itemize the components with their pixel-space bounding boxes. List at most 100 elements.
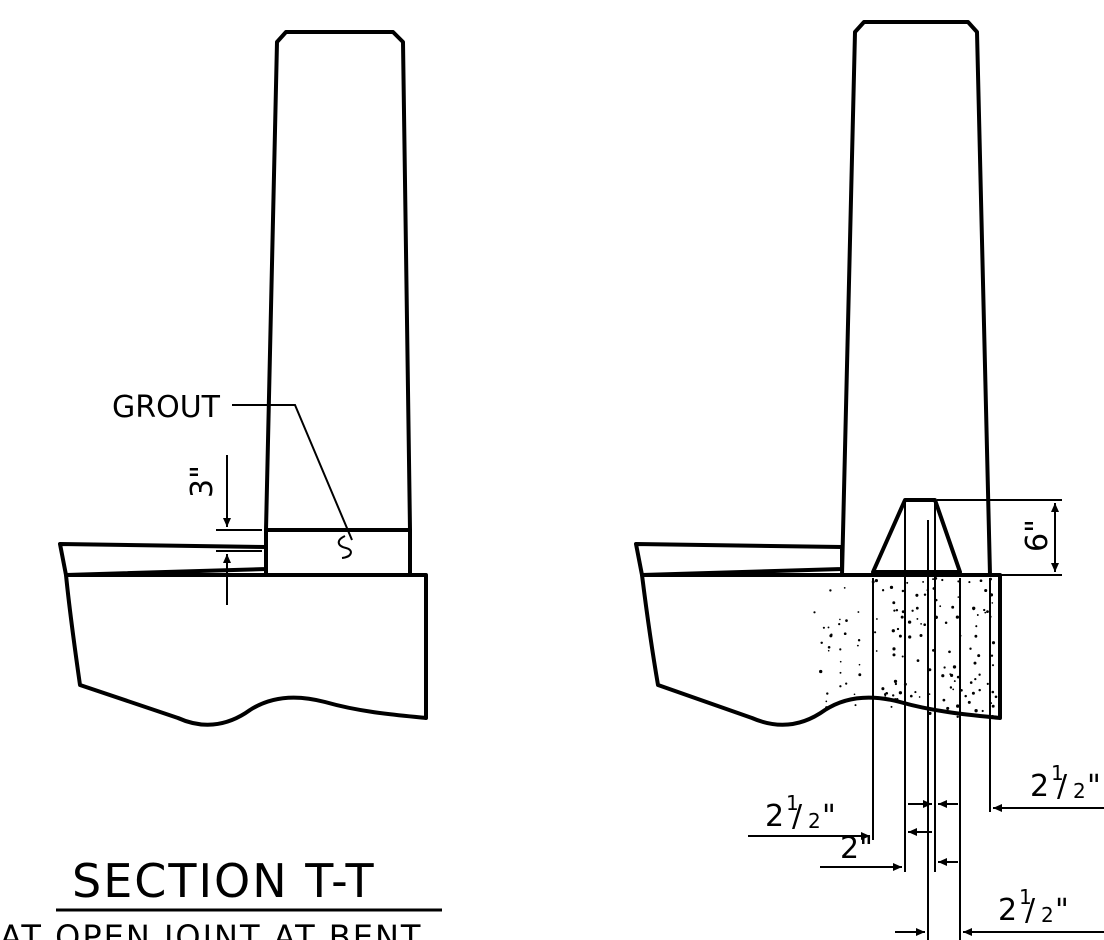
shear-key xyxy=(871,498,962,574)
dim-2half-left-unit: " xyxy=(822,799,836,834)
stipple-dot xyxy=(856,644,859,647)
stipple-dot xyxy=(994,695,998,699)
stipple-dot xyxy=(952,688,955,691)
stipple-dot xyxy=(838,623,841,626)
stipple-dot xyxy=(829,589,832,592)
stipple-dot xyxy=(986,610,989,613)
stipple-dot xyxy=(990,654,994,657)
stipple-dot xyxy=(957,596,960,598)
stipple-dot xyxy=(978,673,981,676)
stipple-dot xyxy=(894,682,898,686)
stipple-dot xyxy=(819,669,823,674)
stipple-dot xyxy=(857,639,861,642)
stipple-dot xyxy=(839,685,842,688)
section-title: SECTION T-T xyxy=(72,854,376,908)
concrete-stipple xyxy=(813,577,998,719)
stipple-dot xyxy=(885,691,889,695)
stipple-dot xyxy=(890,705,893,708)
stipple-dot xyxy=(829,634,833,638)
stipple-dot xyxy=(964,694,967,698)
stipple-dot xyxy=(911,609,914,612)
grout-block xyxy=(264,528,412,577)
stipple-dot xyxy=(839,660,842,663)
stipple-dot xyxy=(955,615,960,619)
stipple-dot xyxy=(950,673,954,677)
stipple-dot xyxy=(839,671,842,674)
stipple-dot xyxy=(928,711,932,716)
stipple-dot xyxy=(991,602,994,604)
stipple-dot xyxy=(974,677,977,681)
stipple-dot xyxy=(875,618,878,620)
left-section-detail: GROUT 3" xyxy=(58,30,428,727)
stipple-dot xyxy=(907,620,912,624)
stipple-dot xyxy=(928,693,931,695)
stipple-dot xyxy=(895,609,899,612)
stipple-dot xyxy=(839,618,841,621)
stipple-dot xyxy=(898,634,902,638)
dim-2half-bottom-den: 2 xyxy=(1041,903,1054,927)
dim-6in-label: 6" xyxy=(1020,519,1055,552)
stipple-dot xyxy=(843,587,846,589)
stipple-dot xyxy=(858,673,862,677)
stipple-dot xyxy=(874,579,878,583)
stipple-dot xyxy=(898,691,903,695)
stipple-dot xyxy=(827,649,830,652)
dim-2half-bottom-slash: / xyxy=(1025,893,1036,928)
stipple-dot xyxy=(822,626,825,629)
stipple-dot xyxy=(972,608,975,611)
stipple-dot xyxy=(918,696,921,698)
stipple-dot xyxy=(892,694,895,697)
stipple-dot xyxy=(956,715,959,719)
stipple-dot xyxy=(984,588,988,593)
stipple-dot xyxy=(948,650,951,654)
stipple-dot xyxy=(952,665,957,669)
stipple-dot xyxy=(979,579,983,583)
stipple-dot xyxy=(900,615,904,619)
stipple-dot xyxy=(825,700,828,703)
stipple-dot xyxy=(881,589,885,592)
stipple-dot xyxy=(915,606,919,610)
left-deck-slab xyxy=(58,542,268,577)
grout-label: GROUT xyxy=(112,390,221,425)
stipple-dot xyxy=(884,694,887,697)
stipple-dot xyxy=(893,679,898,684)
section-title-block: SECTION T-T AT OPEN JOINT AT BENT xyxy=(0,854,442,940)
stipple-dot xyxy=(901,589,905,593)
stipple-dot xyxy=(949,686,953,689)
dim-2half-bottom-unit: " xyxy=(1055,893,1069,928)
dim-2in-label: 2" xyxy=(840,831,873,866)
stipple-dot xyxy=(978,688,981,692)
stipple-dot xyxy=(908,635,912,639)
stipple-dot xyxy=(975,625,978,628)
stipple-dot xyxy=(968,581,971,584)
stipple-dot xyxy=(928,668,932,672)
stipple-dot xyxy=(845,619,848,622)
dim-2half-right-num: 1 xyxy=(1051,761,1064,785)
stipple-dot xyxy=(920,623,922,625)
stipple-dot xyxy=(971,691,975,695)
dim-3in-label: 3" xyxy=(185,465,220,498)
stipple-dot xyxy=(901,655,904,658)
stipple-dot xyxy=(892,629,895,633)
stipple-dot xyxy=(923,593,927,596)
stipple-dot xyxy=(826,692,829,695)
stipple-dot xyxy=(857,611,860,613)
right-bent-cap xyxy=(640,573,1002,727)
stipple-dot xyxy=(919,634,923,637)
stipple-dot xyxy=(825,706,829,710)
stipple-dot xyxy=(839,648,842,651)
stipple-dot xyxy=(942,698,946,702)
stipple-dot xyxy=(893,609,896,612)
stipple-dot xyxy=(854,704,857,707)
stipple-dot xyxy=(944,621,948,625)
dim-2half-right-unit: " xyxy=(1087,769,1101,804)
stipple-dot xyxy=(957,580,960,583)
stipple-dot xyxy=(991,714,994,717)
stipple-dot xyxy=(956,704,960,708)
stipple-dot xyxy=(946,706,950,710)
stipple-dot xyxy=(932,578,935,581)
dim-2half-left-whole: 2 xyxy=(765,799,784,834)
stipple-dot xyxy=(909,694,913,698)
stipple-dot xyxy=(916,617,919,620)
stipple-dot xyxy=(858,663,861,666)
